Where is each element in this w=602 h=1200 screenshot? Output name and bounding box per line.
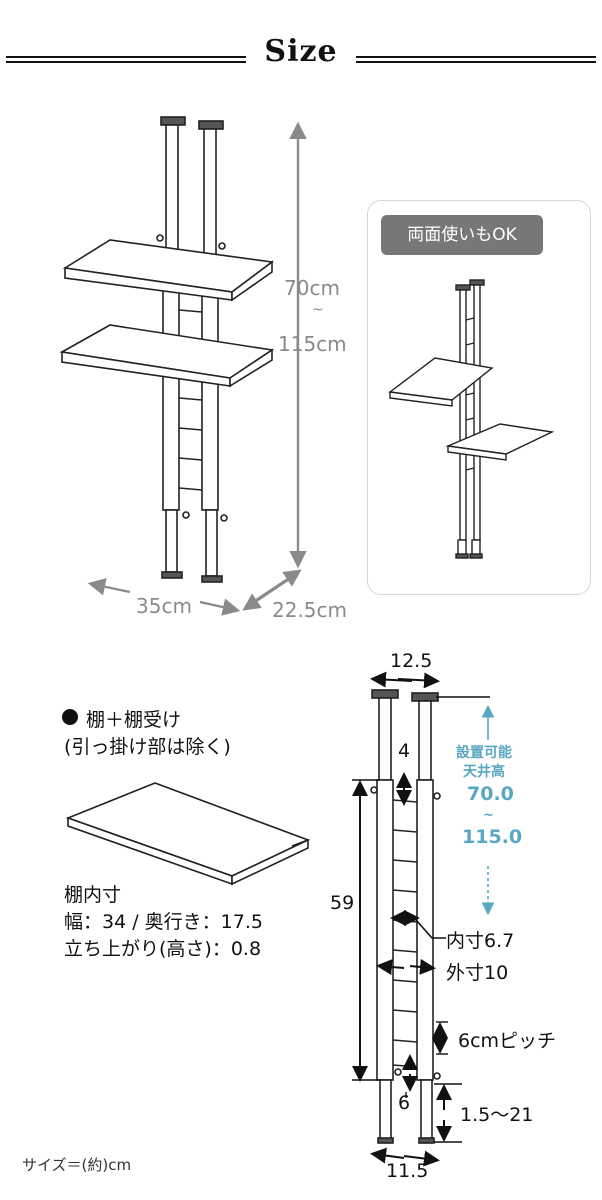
ceiling-label-1: 設置可能 — [456, 745, 512, 761]
ceiling-min: 70.0 — [467, 783, 514, 805]
gap-label: 4 — [398, 740, 411, 762]
shelf-heading: 棚＋棚受け — [86, 709, 182, 731]
inner-width-label: 内寸6.7 — [446, 930, 515, 952]
bullet-icon — [62, 709, 78, 725]
height-59-label: 59 — [330, 892, 355, 914]
outer-width-label: 外寸10 — [446, 962, 509, 984]
title-rule-left-2 — [6, 61, 246, 63]
height-max-label: 115cm — [278, 332, 347, 356]
bottom-width-label: 11.5 — [386, 1160, 429, 1182]
shelf-inner-title: 棚内寸 — [64, 884, 122, 906]
adjust-label: 1.5〜21 — [460, 1104, 534, 1126]
footer-note: サイズ＝(約)cm — [22, 1156, 132, 1174]
height-min-label: 70cm — [284, 276, 340, 300]
small-6-label: 6 — [398, 1092, 411, 1114]
shelf-inner-line2: 立ち上がり(高さ)：0.8 — [64, 938, 262, 960]
rack-double-sided-illustration — [388, 279, 555, 559]
ceiling-label-2: 天井高 — [463, 764, 505, 780]
ceiling-max: 115.0 — [462, 826, 523, 848]
title-rule-left — [6, 56, 246, 58]
depth-label: 22.5cm — [272, 598, 348, 622]
shelf-board-illustration — [65, 782, 311, 886]
title-rule-right — [356, 56, 596, 58]
rack-main-illustration — [59, 116, 275, 583]
title-rule-right-2 — [356, 61, 596, 63]
shelf-inner-line1: 幅：34 / 奥行き：17.5 — [64, 911, 263, 933]
page-title: Size — [264, 34, 338, 69]
ceiling-tilde: ~ — [483, 808, 494, 823]
width-label: 35cm — [136, 594, 192, 618]
top-width-label: 12.5 — [390, 650, 433, 672]
height-tilde: ~ — [312, 302, 324, 318]
double-sided-badge: 両面使いもOK — [381, 215, 543, 255]
pitch-label: 6cmピッチ — [458, 1030, 557, 1052]
shelf-note: (引っ掛け部は除く) — [64, 736, 231, 758]
